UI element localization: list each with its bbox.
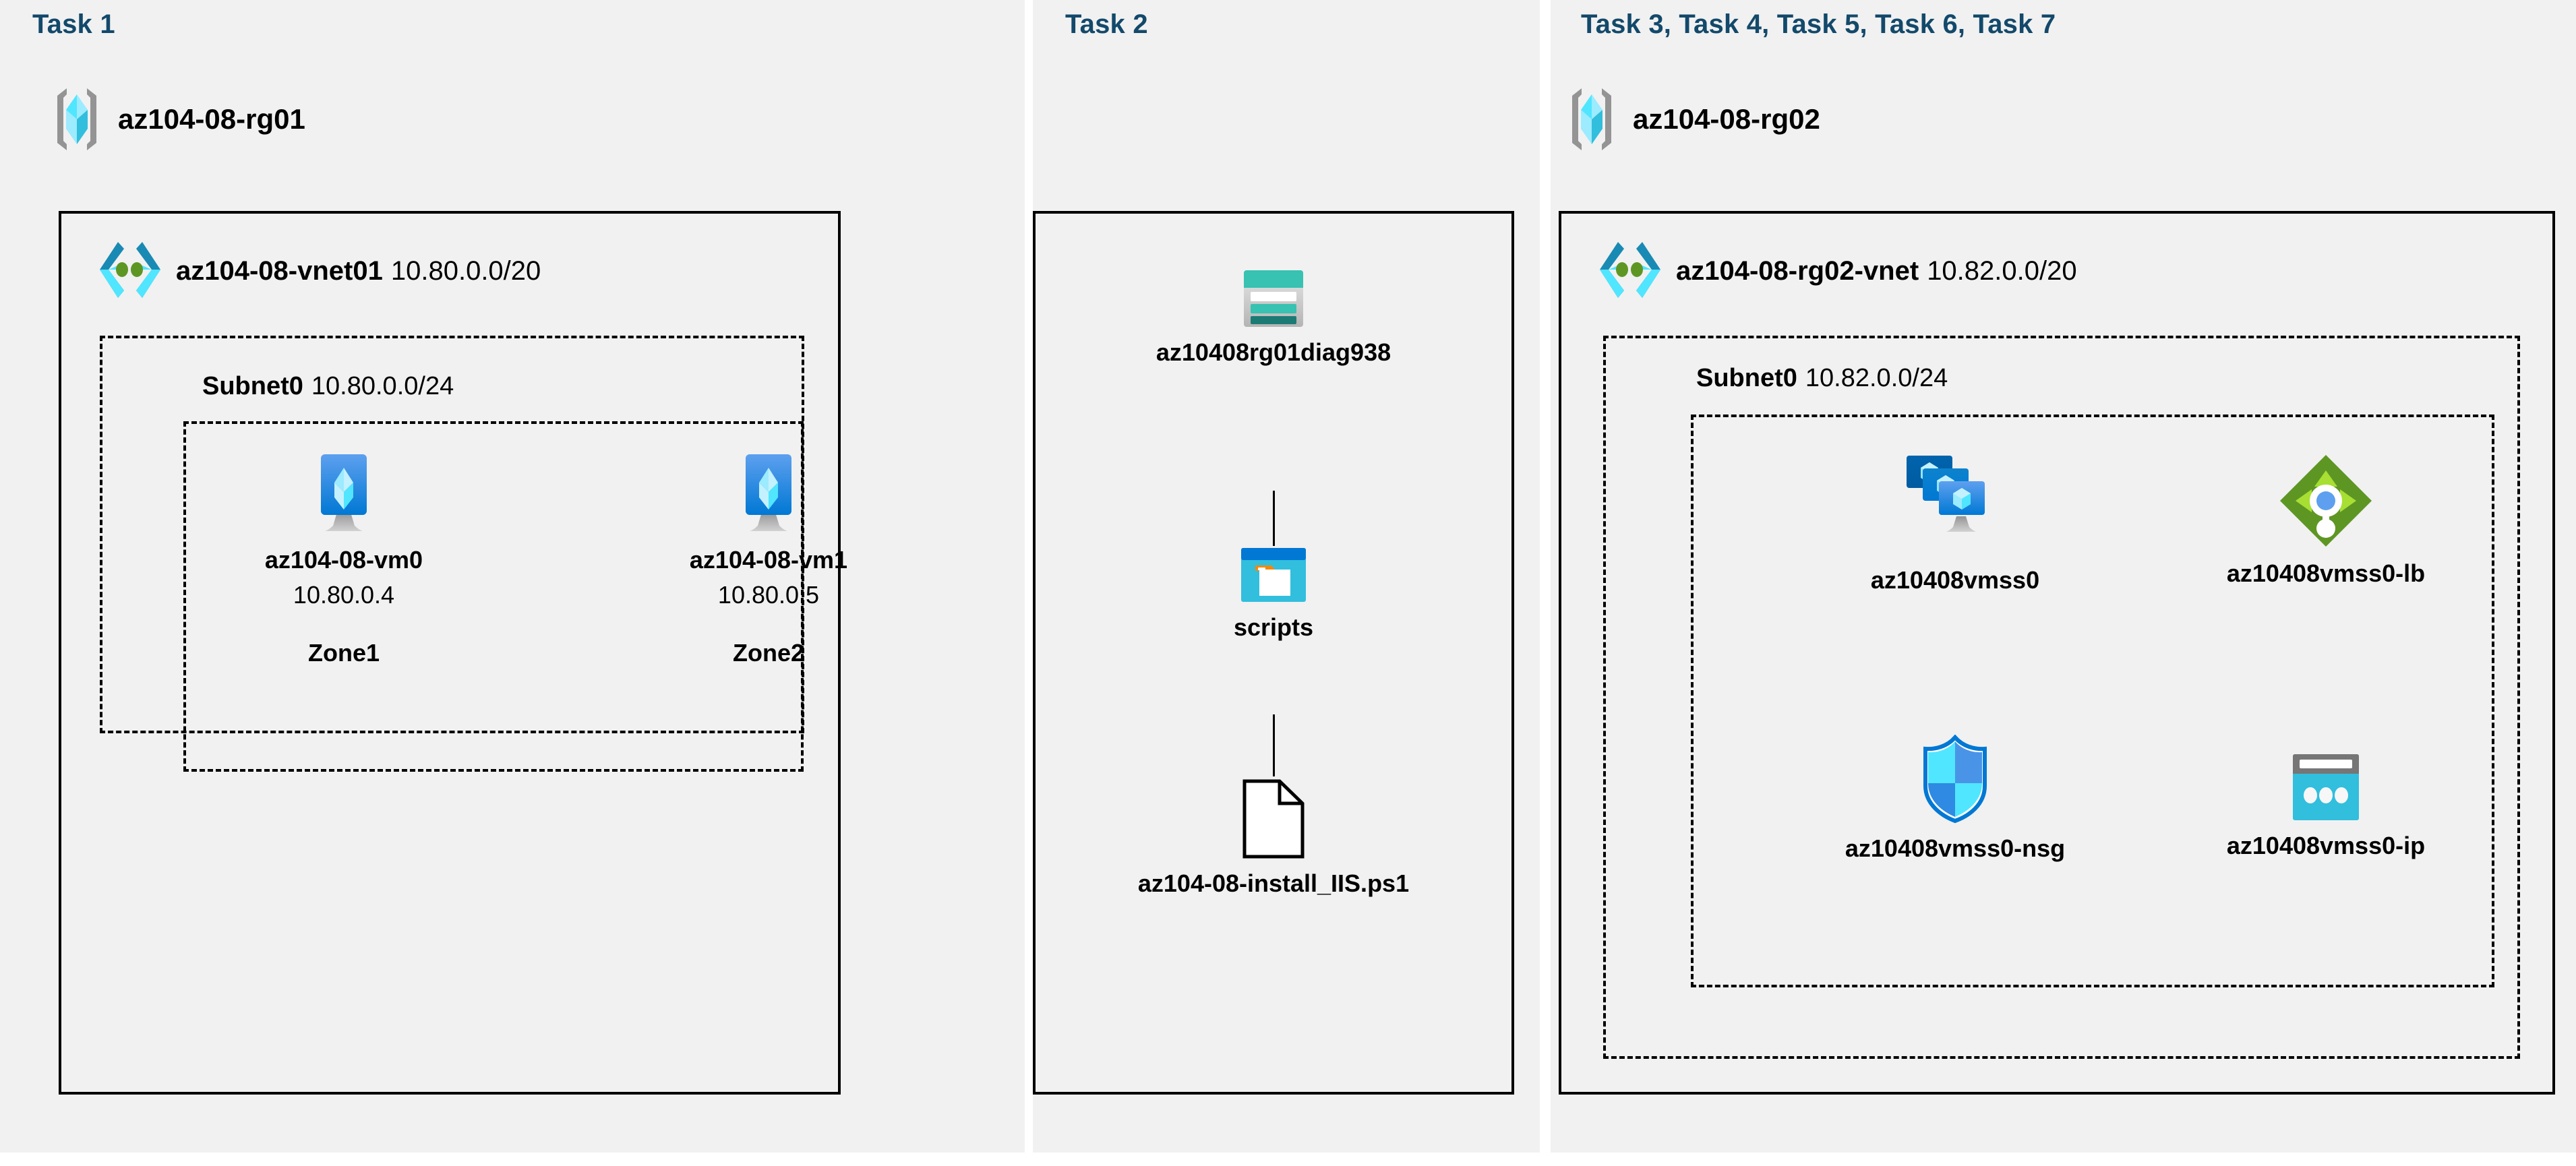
blob-container-label: scripts [1233, 613, 1314, 641]
resource-group-icon [1565, 86, 1618, 152]
public-ip-label: az10408vmss0-ip [2226, 832, 2426, 859]
task2-content-box [1033, 211, 1514, 1095]
panel-task-1 [0, 0, 1025, 1153]
subnet-header-task1: Subnet0 10.80.0.0/24 [202, 372, 454, 401]
node-blob-file[interactable]: az104-08-install_IIS.ps1 [1112, 779, 1435, 898]
connector-container-to-file [1273, 714, 1275, 776]
network-security-group-icon [1917, 735, 1993, 824]
virtual-network-icon [1598, 239, 1663, 303]
node-load-balancer[interactable]: az10408vmss0-lb [2144, 453, 2508, 588]
vnet-box-task1 [59, 211, 841, 1095]
vnet-cidr: 10.80.0.0/20 [390, 255, 541, 286]
virtual-machine-icon [729, 453, 808, 535]
resource-group-rg01: az104-08-rg01 [51, 86, 305, 152]
vm-name: az104-08-vm0 [264, 546, 423, 574]
resource-group-icon [51, 86, 103, 152]
resource-box-task3 [1691, 415, 2494, 987]
vnet-name: az104-08-vnet01 [176, 255, 383, 286]
nsg-label: az10408vmss0-nsg [1845, 834, 2066, 862]
blob-file-label: az104-08-install_IIS.ps1 [1137, 869, 1410, 897]
node-vmss[interactable]: az10408vmss0 [1766, 453, 2144, 594]
vnet-cidr: 10.82.0.0/20 [1927, 255, 2077, 286]
public-ip-address-icon [2292, 754, 2360, 821]
vnet-box-task3 [1559, 211, 2555, 1095]
node-blob-container[interactable]: scripts [1112, 547, 1435, 642]
vm-zone: Zone1 [307, 639, 380, 667]
blob-container-icon [1240, 547, 1307, 603]
subnet-name: Subnet0 [1696, 364, 1797, 392]
virtual-machine-icon [305, 453, 383, 535]
file-icon [1242, 779, 1305, 859]
vm-ip: 10.80.0.4 [293, 581, 395, 609]
task-title-3: Task 3, Task 4, Task 5, Task 6, Task 7 [1581, 9, 2056, 39]
vm-name: az104-08-vm1 [689, 546, 848, 574]
vmss-label: az10408vmss0 [1870, 566, 2040, 594]
zone-box-task1 [183, 421, 804, 772]
storage-account-icon [1243, 270, 1304, 328]
vm-scale-set-icon [1905, 453, 2006, 555]
storage-account-label: az10408rg01diag938 [1156, 338, 1391, 366]
resource-group-label: az104-08-rg02 [1633, 103, 1820, 135]
connector-storage-to-container [1273, 491, 1275, 546]
load-balancer-icon [2278, 453, 2374, 549]
task-title-2: Task 2 [1065, 9, 1148, 39]
resource-group-label: az104-08-rg01 [118, 103, 305, 135]
subnet-box-task3 [1603, 336, 2520, 1059]
virtual-network-icon [98, 239, 162, 303]
subnet-cidr: 10.82.0.0/24 [1805, 364, 1948, 392]
subnet-name: Subnet0 [202, 372, 303, 400]
vnet-header-task3: az104-08-rg02-vnet 10.82.0.0/20 [1598, 239, 2077, 303]
node-nsg[interactable]: az10408vmss0-nsg [1766, 735, 2144, 863]
node-storage-account[interactable]: az10408rg01diag938 [1112, 270, 1435, 367]
subnet-header-task3: Subnet0 10.82.0.0/24 [1696, 364, 1948, 393]
subnet-cidr: 10.80.0.0/24 [311, 372, 454, 400]
vnet-name: az104-08-rg02-vnet [1676, 255, 1919, 286]
node-vm0[interactable]: az104-08-vm0 10.80.0.4 Zone1 [222, 453, 465, 667]
vm-ip: 10.80.0.5 [717, 581, 820, 609]
node-public-ip[interactable]: az10408vmss0-ip [2144, 754, 2508, 860]
node-vm1[interactable]: az104-08-vm1 10.80.0.5 Zone2 [647, 453, 890, 667]
load-balancer-label: az10408vmss0-lb [2226, 559, 2426, 587]
resource-group-rg02: az104-08-rg02 [1565, 86, 1820, 152]
task-title-1: Task 1 [32, 9, 115, 39]
panel-task-3-7 [1551, 0, 2576, 1153]
vm-zone: Zone2 [732, 639, 804, 667]
